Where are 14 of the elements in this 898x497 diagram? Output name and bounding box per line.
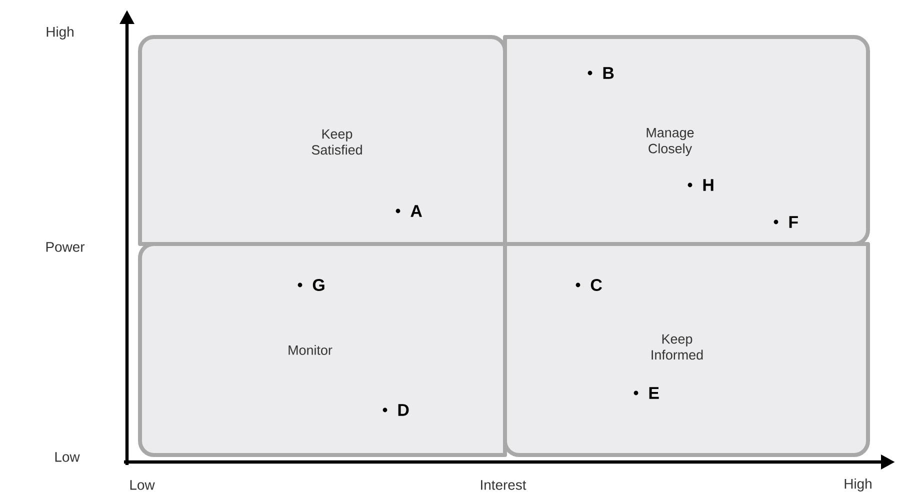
- data-point: D: [382, 404, 409, 416]
- axis-label: Low: [130, 480, 155, 490]
- axis-label: Low: [55, 452, 80, 462]
- axis-label: Interest: [481, 480, 526, 490]
- data-point: F: [774, 216, 798, 228]
- data-point: C: [576, 279, 602, 291]
- data-point: B: [588, 67, 614, 79]
- data-point: E: [634, 387, 659, 399]
- axis-label: Power: [46, 242, 85, 252]
- data-point: H: [688, 179, 714, 191]
- axis-label: High: [844, 478, 872, 492]
- axis-label: High: [46, 26, 74, 40]
- data-point: G: [298, 279, 324, 291]
- data-point: A: [396, 205, 422, 217]
